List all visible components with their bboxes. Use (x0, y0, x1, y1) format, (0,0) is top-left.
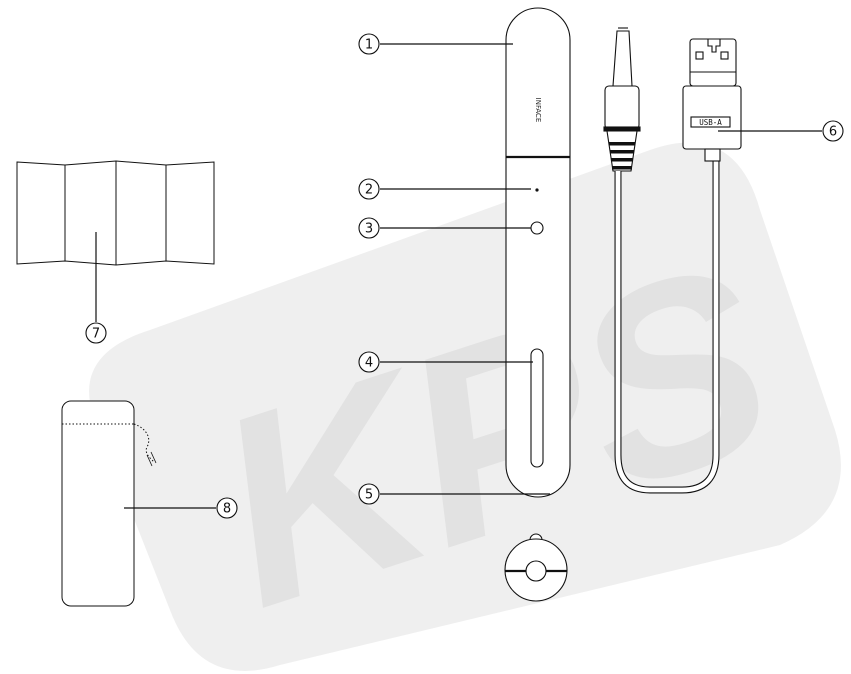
strain-rib-1 (609, 142, 635, 146)
callout-number: 8 (223, 502, 231, 517)
leader-lines (95, 43, 822, 509)
barrel-plug-tip (612, 30, 633, 87)
callout-5: 5 (358, 483, 380, 505)
callout-number: 4 (365, 356, 373, 371)
callout-number: 1 (365, 38, 373, 53)
strain-rib-4 (612, 166, 632, 170)
callout-circle (358, 178, 380, 200)
strain-rib-3 (611, 158, 633, 162)
pouch-drawstring-tip (146, 451, 157, 467)
callout-number: 6 (829, 125, 837, 140)
usb-label: USB-A (699, 118, 722, 127)
callout-circle (85, 322, 107, 344)
callout-number: 3 (365, 222, 373, 237)
indicator-light (535, 188, 539, 192)
folded-manual (16, 160, 215, 266)
callout-number: 7 (92, 327, 100, 342)
storage-pouch (61, 400, 157, 607)
callout-circle (358, 483, 380, 505)
callout-number: 2 (365, 183, 373, 198)
strain-rib-2 (610, 150, 634, 154)
cable-wire-core (615, 161, 719, 493)
watermark-shape (89, 142, 841, 671)
usb-contact-right (720, 51, 729, 60)
callout-circle (358, 351, 380, 373)
pouch-drawstring (133, 423, 155, 463)
cap-tab (529, 533, 543, 541)
callout-circle (822, 120, 844, 142)
power-button (530, 221, 544, 235)
usb-metal-shell (689, 38, 737, 87)
barrel-plug-body (604, 85, 640, 130)
usb-contact-left (695, 51, 704, 60)
callout-2: 2 (358, 178, 380, 200)
callout-4: 4 (358, 351, 380, 373)
protective-cap (504, 533, 568, 602)
callout-6: 6 (822, 120, 844, 142)
usb-neck (704, 148, 721, 162)
callout-circle (358, 217, 380, 239)
cap-inner (525, 560, 547, 582)
callout-3: 3 (358, 217, 380, 239)
callout-circle (358, 33, 380, 55)
usb-label-box (690, 116, 731, 128)
device (505, 7, 571, 498)
usb-shell-notch (707, 39, 721, 53)
barrel-plug-band (603, 126, 641, 132)
callout-circle (216, 497, 238, 519)
callout-7: 7 (85, 322, 107, 344)
pouch-body (61, 400, 135, 607)
callouts: 1 2 3 4 5 6 7 8 (85, 33, 844, 519)
charging-cable (603, 27, 742, 494)
device-brand: INFACE (534, 98, 542, 123)
callout-number: 5 (365, 488, 373, 503)
callout-1: 1 (358, 33, 380, 55)
callout-8: 8 (216, 497, 238, 519)
treatment-window (530, 348, 544, 468)
device-body (505, 7, 571, 498)
